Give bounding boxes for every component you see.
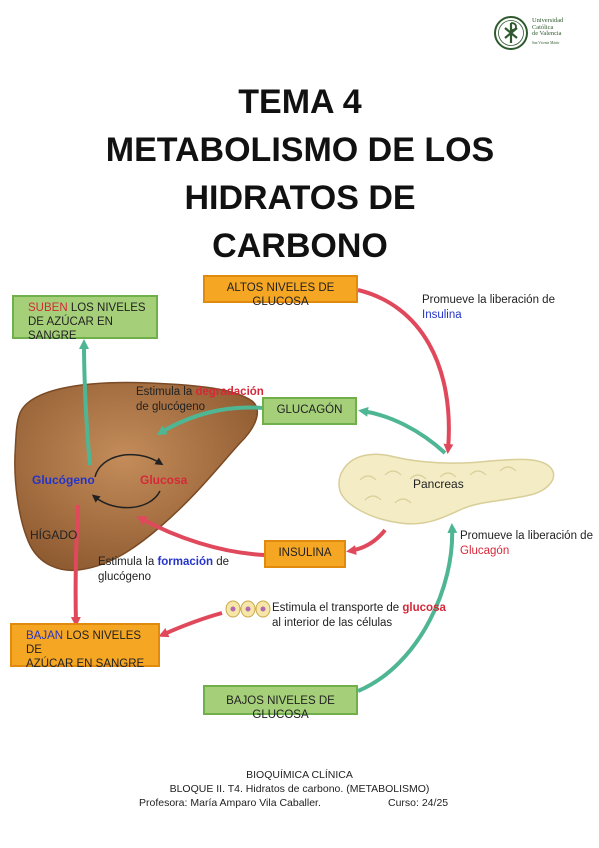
note-text: glucógeno [98,571,152,583]
pancreas-label: Pancreas [413,477,464,491]
note-text: Promueve la liberación de [422,294,555,306]
suben-highlight: SUBEN [28,302,68,314]
formacion-note: Estimula la formación de glucógeno [98,555,229,585]
bajos-niveles-box: BAJOS NIVELES DE GLUCOSA [203,685,358,721]
insulina-box: INSULINA [264,540,346,568]
bajan-highlight: BAJAN [26,630,64,642]
title-line: HIDRATOS DE [184,179,416,217]
glucogeno-label: Glucógeno [32,473,95,487]
university-name: Universidad Católica de Valencia [532,17,584,38]
degradacion-highlight: degradación [195,386,264,398]
glucosa-highlight: glucosa [402,602,446,614]
footer-curso: Curso: 24/25 [388,797,449,809]
page-footer: BIOQUÍMICA CLÍNICA BLOQUE II. T4. Hidrat… [0,768,599,810]
glucagon-highlight: Glucagón [460,545,510,557]
cells-icon [225,600,271,618]
formacion-highlight: formación [157,556,214,568]
title-line: METABOLISMO DE LOS [105,131,495,169]
footer-line: Profesora: María Amparo Vila Caballer. C… [0,796,599,810]
suben-text: LOS NIVELES [67,302,146,314]
bajan-niveles-box: BAJAN LOS NIVELES DE AZÚCAR EN SANGRE [10,623,160,670]
transporte-note: Estimula el transporte de glucosa al int… [272,601,446,631]
degradacion-note: Estimula la degradación de glucógeno [136,385,264,415]
pancreas-shape [338,453,555,525]
university-name-line: Católica [532,23,554,31]
suben-niveles-box: SUBEN LOS NIVELES DE AZÚCAR EN SANGRE [12,295,158,342]
glucose-regulation-diagram: ALTOS NIVELES DE GLUCOSA BAJOS NIVELES D… [0,265,599,725]
university-seal-icon [494,16,528,50]
university-name-line: de Valencia [532,30,562,38]
glucagon-box: GLUCAGÓN [262,397,357,425]
glucosa-label: Glucosa [140,473,188,487]
note-text: Promueve la liberación de [460,530,593,542]
promueve-glucagon-note: Promueve la liberación de Glucagón [460,529,593,559]
title-line: TEMA 4 [238,83,362,121]
note-text: al interior de las células [272,617,393,629]
footer-line: BLOQUE II. T4. Hidratos de carbono. (MET… [169,783,430,795]
university-subtitle: San Vicente Mártir [532,41,560,45]
altos-niveles-box: ALTOS NIVELES DE GLUCOSA [203,275,358,308]
footer-line: BIOQUÍMICA CLÍNICA [246,769,353,781]
higado-label: HÍGADO [30,528,78,542]
page-title: TEMA 4 METABOLISMO DE LOS HIDRATOS DE CA… [40,78,560,270]
university-logo: Universidad Católica de Valencia San Vic… [494,14,584,54]
university-name-line: Universidad [532,17,564,24]
note-text: Estimula la [98,556,158,568]
note-text: de [213,556,230,568]
note-text: Estimula la [136,386,196,398]
title-line: CARBONO [212,227,388,265]
insulina-highlight: Insulina [422,309,462,321]
promueve-insulina-note: Promueve la liberación de Insulina [422,293,555,323]
bajan-text: LOS NIVELES DE [26,630,142,656]
suben-text-line2: DE AZÚCAR EN SANGRE [28,316,113,342]
bajan-text-line2: AZÚCAR EN SANGRE [26,658,145,670]
diagram-graphics [14,288,555,693]
footer-profesora: Profesora: María Amparo Vila Caballer. [139,797,321,809]
note-text: de glucógeno [136,401,206,413]
note-text: Estimula el transporte de [272,602,403,614]
